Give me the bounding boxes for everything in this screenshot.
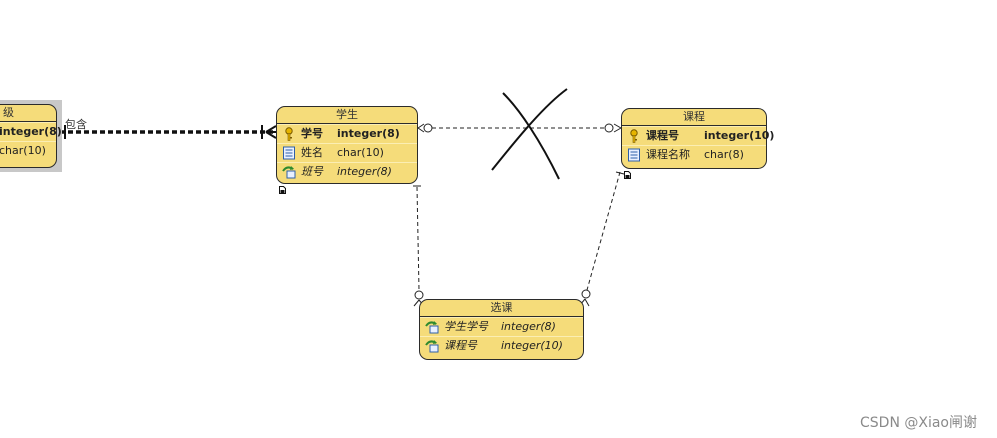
foreign-key-icon — [425, 321, 439, 334]
entity-student-row-3[interactable]: 班号 integer(8) — [277, 162, 417, 181]
relationship-course-enroll-circle — [581, 289, 591, 299]
entity-course-row-2-name: 课程名称 — [646, 148, 690, 161]
cross-out-stroke-2 — [491, 88, 568, 171]
key-icon — [285, 127, 293, 141]
entity-course[interactable]: 课程 课程号 integer(10) 课程名称 char(8) — [621, 108, 774, 169]
document-icon — [624, 171, 631, 179]
entity-course-row-2[interactable]: 课程名称 char(8) — [622, 145, 766, 164]
entity-course-row-1[interactable]: 课程号 integer(10) — [622, 126, 774, 145]
entity-student-row-1-type: integer(8) — [337, 127, 400, 140]
entity-student-row-1[interactable]: 学号 integer(8) — [277, 124, 417, 143]
entity-enroll-row-2[interactable]: 课程号 integer(10) — [420, 336, 583, 355]
entity-class-row-2[interactable]: char(10) — [0, 141, 56, 160]
entity-enroll-row-1-type: integer(8) — [501, 320, 556, 333]
entity-student-row-3-type: integer(8) — [337, 165, 392, 178]
cross-out-stroke-1 — [502, 92, 560, 180]
entity-student-row-2-name: 姓名 — [301, 146, 323, 159]
relationship-student-course-foot-right — [613, 123, 622, 133]
relationship-student-enroll-line[interactable] — [416, 186, 420, 291]
entity-class-title: 级 — [0, 105, 56, 122]
watermark: CSDN @Xiao闸谢 — [860, 415, 977, 431]
column-icon — [283, 146, 295, 160]
column-icon — [628, 148, 640, 162]
entity-enroll-row-1-name: 学生学号 — [444, 320, 488, 333]
entity-enroll-row-1[interactable]: 学生学号 integer(8) — [420, 317, 583, 336]
relationship-student-course-circle-left — [423, 123, 433, 133]
entity-student-row-1-name: 学号 — [301, 127, 323, 140]
entity-enroll[interactable]: 选课 学生学号 integer(8) 课程号 integer(10) — [419, 299, 584, 360]
relationship-course-enroll-line[interactable] — [586, 171, 621, 291]
relationship-contains-label: 包含 — [65, 118, 87, 131]
entity-enroll-row-2-name: 课程号 — [444, 339, 477, 352]
entity-course-row-2-type: char(8) — [704, 148, 744, 161]
entity-class-row-1[interactable]: integer(8) — [0, 122, 62, 141]
entity-student-row-2[interactable]: 姓名 char(10) — [277, 143, 417, 162]
entity-student-row-3-name: 班号 — [301, 165, 323, 178]
entity-student-row-2-type: char(10) — [337, 146, 384, 159]
foreign-key-icon — [425, 340, 439, 353]
entity-class-row-1-type: integer(8) — [0, 125, 62, 138]
entity-student[interactable]: 学生 学号 integer(8) 姓名 char(10) 班号 integer(… — [276, 106, 418, 184]
key-icon — [630, 129, 638, 143]
relationship-student-course-foot-left — [417, 123, 425, 133]
relationship-course-enroll-tick — [615, 171, 625, 175]
foreign-key-icon — [282, 166, 296, 179]
entity-class[interactable]: 级 integer(8) char(10) — [0, 104, 62, 168]
relationship-student-enroll-circle — [414, 290, 424, 300]
entity-enroll-row-2-type: integer(10) — [501, 339, 563, 352]
entity-course-title: 课程 — [622, 109, 766, 126]
entity-class-row-2-type: char(10) — [0, 144, 46, 157]
entity-student-title: 学生 — [277, 107, 417, 124]
relationship-student-course-circle-right — [604, 123, 614, 133]
entity-enroll-title: 选课 — [420, 300, 583, 317]
entity-course-row-1-type: integer(10) — [704, 129, 775, 142]
entity-course-row-1-name: 课程号 — [646, 129, 679, 142]
document-icon — [279, 186, 286, 194]
relationship-contains-crowfoot — [265, 125, 277, 139]
